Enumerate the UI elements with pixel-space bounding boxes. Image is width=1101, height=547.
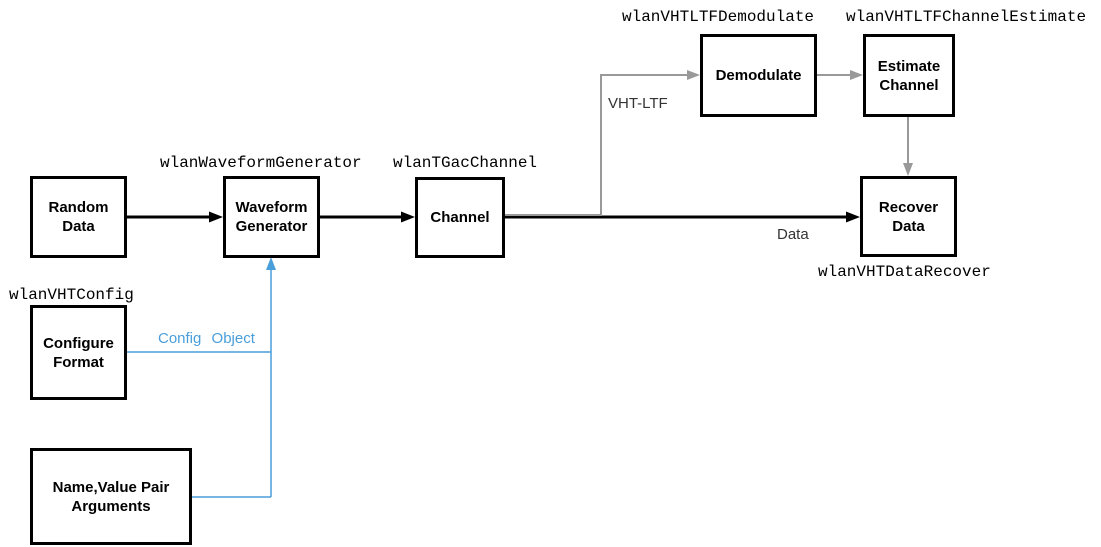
block-configure-format: Configure Format xyxy=(30,305,127,400)
block-recover-data: Recover Data xyxy=(860,176,957,257)
function-label-wlanVHTLTFChannelEstimate: wlanVHTLTFChannelEstimate xyxy=(846,8,1087,26)
block-name-value-pair-arguments: Name,Value Pair Arguments xyxy=(30,448,192,545)
arrow-estimate-to-recover xyxy=(903,117,913,176)
function-label-wlanVHTConfig: wlanVHTConfig xyxy=(9,286,134,304)
edge-label-data: Data xyxy=(777,226,809,243)
block-estimate-channel: Estimate Channel xyxy=(863,34,955,117)
block-channel: Channel xyxy=(415,177,505,258)
block-waveform-generator: Waveform Generator xyxy=(223,176,320,258)
function-label-wlanVHTDataRecover: wlanVHTDataRecover xyxy=(818,263,991,281)
arrow-demodulate-to-estimate xyxy=(817,70,863,80)
arrow-waveform-to-channel xyxy=(320,211,415,223)
edge-label-vht-ltf: VHT-LTF xyxy=(608,95,668,112)
function-label-wlanWaveformGenerator: wlanWaveformGenerator xyxy=(160,154,362,172)
block-demodulate: Demodulate xyxy=(700,34,817,117)
function-label-wlanTGacChannel: wlanTGacChannel xyxy=(393,154,538,172)
connector-configure-to-waveform xyxy=(127,257,276,498)
edge-label-config-object: Config Object xyxy=(158,330,255,347)
arrow-random-to-waveform xyxy=(127,211,223,223)
function-label-wlanVHTLTFDemodulate: wlanVHTLTFDemodulate xyxy=(622,8,815,26)
arrow-channel-to-recover xyxy=(505,211,860,223)
arrow-channel-to-demodulate xyxy=(505,70,700,216)
block-random-data: Random Data xyxy=(30,176,127,258)
